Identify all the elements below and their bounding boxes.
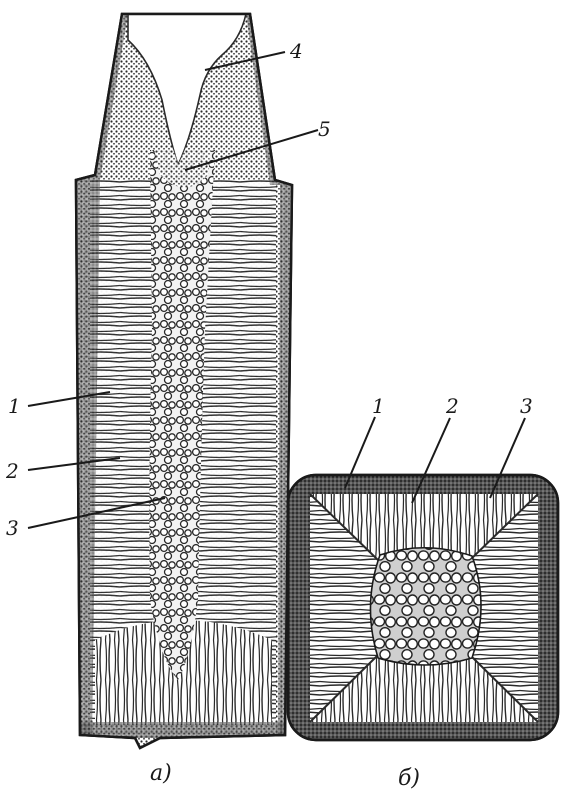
label-2: 2 — [5, 459, 19, 483]
section-label-2: 2 — [445, 394, 459, 418]
section-equiaxed-core — [370, 548, 481, 665]
label-5: 5 — [318, 117, 331, 141]
section-label-1: 1 — [372, 394, 385, 418]
section-labels: 1 2 3 — [372, 394, 533, 418]
transverse-section — [288, 475, 558, 740]
label-1: 1 — [8, 394, 21, 418]
label-4: 4 — [289, 39, 303, 63]
section-label-3: 3 — [520, 394, 533, 418]
caption-b: б) — [398, 766, 420, 791]
caption-a: а) — [150, 761, 172, 786]
longitudinal-ingot-section — [76, 14, 294, 748]
label-3: 3 — [6, 516, 19, 540]
